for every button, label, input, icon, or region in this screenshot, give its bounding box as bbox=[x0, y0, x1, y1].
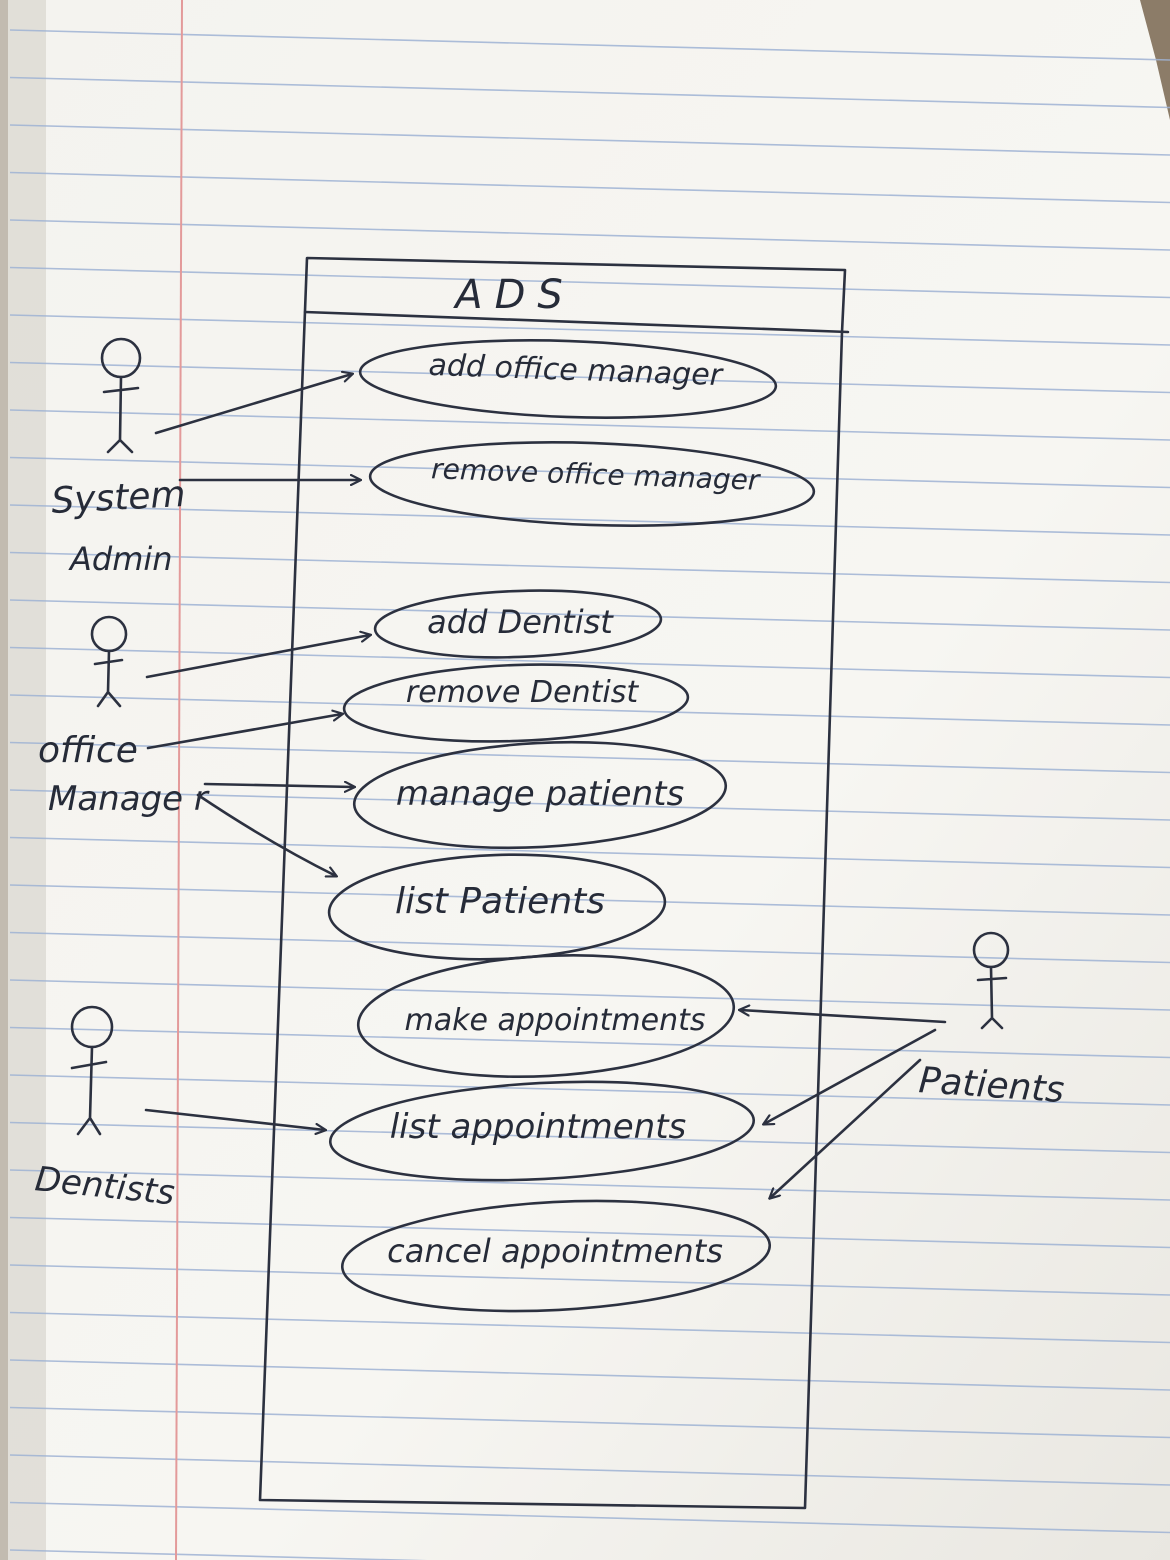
use-case-remove-dentist: remove Dentist bbox=[342, 663, 690, 743]
use-case-label: make appointments bbox=[405, 1003, 706, 1038]
ruled-line bbox=[9, 1501, 1170, 1534]
ruled-line bbox=[9, 836, 1170, 869]
ruled-line bbox=[9, 1454, 1170, 1486]
ruled-line bbox=[9, 1121, 1170, 1154]
association-arrow bbox=[145, 635, 370, 679]
ruled-line bbox=[9, 646, 1170, 679]
actor-label: Admin bbox=[68, 540, 173, 578]
margin-line bbox=[175, 0, 183, 1560]
stick-figure-icon bbox=[90, 615, 128, 708]
ruled-line bbox=[9, 884, 1170, 916]
ruled-line bbox=[9, 361, 1170, 394]
use-case-list-patients: list Patients bbox=[327, 853, 667, 961]
actor-label: Patients bbox=[917, 1060, 1065, 1111]
ruled-line bbox=[9, 1311, 1170, 1344]
system-title: ADS bbox=[452, 272, 575, 318]
use-case-label: remove Dentist bbox=[406, 675, 639, 710]
association-arrow bbox=[154, 374, 352, 435]
use-case-label: cancel appointments bbox=[387, 1232, 723, 1270]
stick-figure-icon bbox=[70, 1005, 114, 1136]
associations bbox=[144, 374, 947, 1198]
ruled-line bbox=[9, 219, 1170, 251]
ruled-line bbox=[9, 171, 1170, 204]
ruled-line bbox=[9, 1359, 1170, 1391]
ruled-line bbox=[9, 1026, 1170, 1059]
use-case-manage-patients: manage patients bbox=[352, 740, 728, 850]
use-case-label: list appointments bbox=[390, 1107, 687, 1147]
page-spine-shadow bbox=[0, 0, 46, 1560]
ruled-line bbox=[9, 29, 1170, 61]
ruled-line bbox=[9, 314, 1170, 346]
actor-patients: Patients bbox=[917, 931, 1066, 1111]
ruled-line bbox=[9, 1406, 1170, 1439]
actor-office-manager: office Manage r bbox=[38, 615, 210, 819]
ruled-line bbox=[9, 456, 1170, 489]
association-arrow bbox=[740, 1010, 947, 1024]
ruled-line bbox=[9, 1216, 1170, 1249]
association-arrow bbox=[764, 1028, 937, 1124]
use-case-list-appointments: list appointments bbox=[328, 1080, 756, 1182]
association-arrow bbox=[196, 793, 336, 876]
association-arrow bbox=[203, 784, 354, 787]
use-case-label: add Dentist bbox=[427, 603, 614, 641]
ruled-line bbox=[9, 409, 1170, 441]
actor-label: System bbox=[50, 474, 186, 522]
actor-label: Manage r bbox=[48, 779, 210, 819]
ruled-line bbox=[9, 694, 1170, 726]
ruled-line bbox=[9, 124, 1170, 156]
ruled-line bbox=[9, 1264, 1170, 1296]
system-boundary: ADS bbox=[258, 256, 850, 1510]
ruled-line bbox=[9, 789, 1170, 821]
actor-system-admin: System Admin bbox=[50, 337, 187, 578]
use-case-add-dentist: add Dentist bbox=[373, 589, 663, 659]
ruled-line bbox=[9, 551, 1170, 584]
use-case-make-appointments: make appointments bbox=[356, 953, 736, 1079]
ruled-line bbox=[9, 979, 1170, 1011]
ruled-line bbox=[9, 599, 1170, 631]
use-case-label: list Patients bbox=[395, 881, 605, 922]
ruled-line bbox=[9, 504, 1170, 536]
stick-figure-icon bbox=[972, 931, 1010, 1030]
stick-figure-icon bbox=[100, 337, 142, 454]
ruled-line bbox=[9, 1074, 1170, 1106]
use-case-cancel-appointments: cancel appointments bbox=[340, 1199, 772, 1313]
ruled-line bbox=[9, 1169, 1170, 1201]
ruled-line bbox=[9, 76, 1170, 109]
ruled-line bbox=[9, 1549, 428, 1560]
association-arrow bbox=[146, 714, 342, 750]
association-arrow bbox=[144, 1108, 325, 1130]
ruled-line bbox=[9, 741, 1170, 774]
actor-label: office bbox=[38, 730, 138, 771]
association-arrow bbox=[770, 1058, 922, 1198]
ruled-line bbox=[9, 266, 1170, 299]
use-case-label: manage patients bbox=[396, 774, 684, 814]
